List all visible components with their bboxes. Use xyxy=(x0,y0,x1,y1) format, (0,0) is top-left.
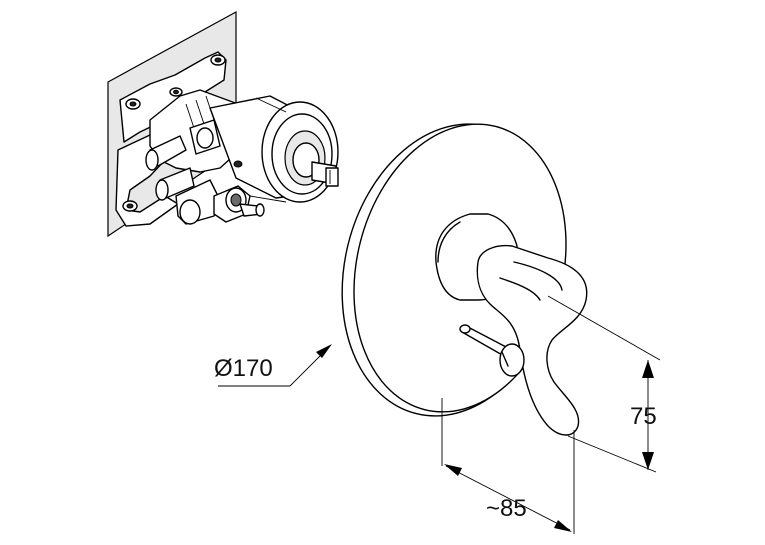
cartridge-cylinder xyxy=(209,95,339,203)
housing-ribs xyxy=(185,95,221,155)
arrow-head xyxy=(316,344,332,358)
dim-label-diameter: Ø170 xyxy=(214,355,273,382)
arrow-head xyxy=(444,464,462,476)
spindle xyxy=(311,161,339,187)
arrow-head xyxy=(642,360,654,378)
dim-label-height: 75 xyxy=(630,403,657,430)
lever-handle xyxy=(476,244,588,436)
pipe-connections xyxy=(145,135,221,225)
diverter-fitting xyxy=(213,185,265,223)
dim-label-depth: ~85 xyxy=(486,495,527,522)
dimension-depth: ~85 xyxy=(441,398,575,534)
dimension-diameter: Ø170 xyxy=(214,344,332,387)
arrow-head xyxy=(642,452,654,470)
diverter-knob xyxy=(459,324,525,377)
concealed-valve-body xyxy=(107,10,339,238)
dimension-height: 75 xyxy=(547,295,661,473)
escutcheon-assembly xyxy=(341,123,588,436)
arrow-head xyxy=(554,520,572,532)
